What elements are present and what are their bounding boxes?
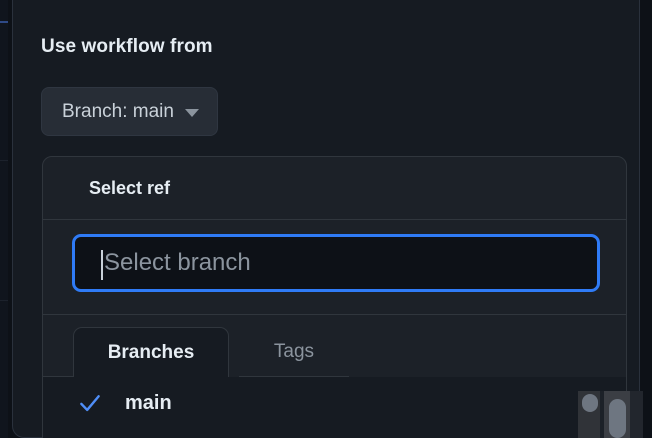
- branch-search-input[interactable]: Select branch: [72, 234, 600, 292]
- chevron-down-icon: [184, 109, 199, 117]
- check-icon: [80, 395, 100, 412]
- tab-tags-label: Tags: [273, 340, 315, 362]
- branch-search-placeholder: Select branch: [104, 249, 251, 276]
- scrollbar-gap: [600, 391, 604, 438]
- background-divider-2: [0, 300, 8, 301]
- background-divider-1: [0, 160, 8, 161]
- select-ref-title: Select ref: [89, 178, 171, 198]
- background-page-strip: [0, 0, 8, 438]
- branch-selector-label: Branch: main: [62, 100, 174, 122]
- text-caret: [101, 250, 103, 280]
- tab-branches-label: Branches: [107, 341, 195, 363]
- dialog-title: Use workflow from: [41, 36, 213, 57]
- branch-selector-button[interactable]: Branch: main: [41, 87, 218, 136]
- select-ref-header: Select ref: [43, 157, 626, 220]
- tab-branches[interactable]: Branches: [73, 327, 229, 377]
- branch-list: main: [43, 377, 626, 438]
- panel-scrollbar-thumb[interactable]: [582, 394, 598, 412]
- screen-right-gutter: [643, 0, 652, 438]
- tabs-underline-left: [43, 376, 73, 377]
- list-item-label: main: [125, 391, 172, 414]
- workflow-dispatch-dialog: Use workflow from Branch: main Select re…: [12, 0, 640, 438]
- page-scrollbar-thumb[interactable]: [609, 399, 626, 438]
- ref-type-tabs: Branches Tags: [43, 315, 626, 377]
- select-ref-panel: Select ref Select branch Branches Tags: [42, 156, 627, 438]
- search-section: Select branch: [43, 220, 626, 315]
- list-item[interactable]: main: [43, 377, 626, 429]
- tab-tags[interactable]: Tags: [239, 327, 349, 377]
- background-accent-line: [0, 21, 8, 23]
